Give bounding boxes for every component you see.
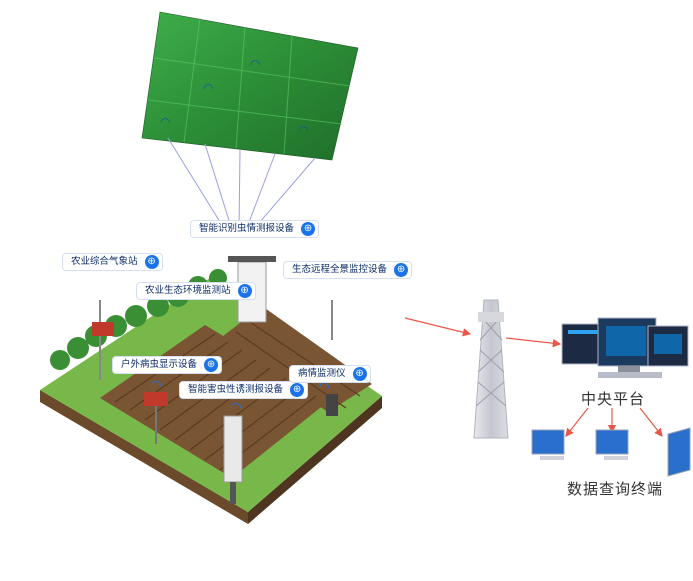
label-outdoor-display: 户外病虫显示设备⊕: [113, 357, 222, 373]
svg-text:◠: ◠: [150, 378, 162, 394]
svg-text:◠: ◠: [318, 380, 330, 396]
wifi-icon: ◠: [250, 57, 260, 71]
svg-text:◠: ◠: [230, 400, 242, 416]
outdoor-display: [144, 392, 168, 444]
globe-icon: ⊕: [144, 255, 159, 269]
globe-icon: ⊕: [290, 383, 305, 397]
terminal-label: 数据查询终端: [567, 480, 664, 498]
globe-icon: ⊕: [204, 358, 219, 372]
aerial-field-map: ◠ ◠ ◠ ◠: [141, 11, 359, 161]
terminal-computers: [531, 427, 691, 477]
label-remote-monitor: 生态远程全景监控设备⊕: [284, 262, 412, 278]
label-eco-monitor-station: 农业生态环境监测站⊕: [137, 283, 255, 299]
wifi-icon: ◠: [203, 81, 213, 95]
wifi-icon: ◠: [160, 115, 170, 129]
central-platform-label: 中央平台: [581, 390, 646, 408]
central-platform-screens: [561, 317, 689, 378]
globe-icon: ⊕: [394, 263, 409, 277]
pheromone-trap: [223, 415, 243, 504]
label-weather-station: 农业综合气象站⊕: [63, 254, 162, 270]
signal-beams: [167, 137, 316, 231]
label-pheromone-trap: 智能害虫性诱测报设备⊕: [180, 382, 308, 398]
label-disease-monitor: 病情监测仪⊕: [290, 366, 370, 382]
wifi-icon: ◠: [298, 123, 308, 137]
data-flow-arrows: [404, 317, 663, 437]
globe-icon: ⊕: [237, 284, 252, 298]
disease-monitor: [326, 300, 338, 416]
signal-tower: [473, 299, 509, 439]
globe-icon: ⊕: [301, 222, 316, 236]
label-drone-device: 智能识别虫情测报设备⊕: [191, 221, 319, 237]
globe-icon: ⊕: [352, 367, 367, 381]
weather-station: [92, 300, 114, 380]
wifi-icon: ◠ ◠ ◠: [150, 378, 330, 416]
